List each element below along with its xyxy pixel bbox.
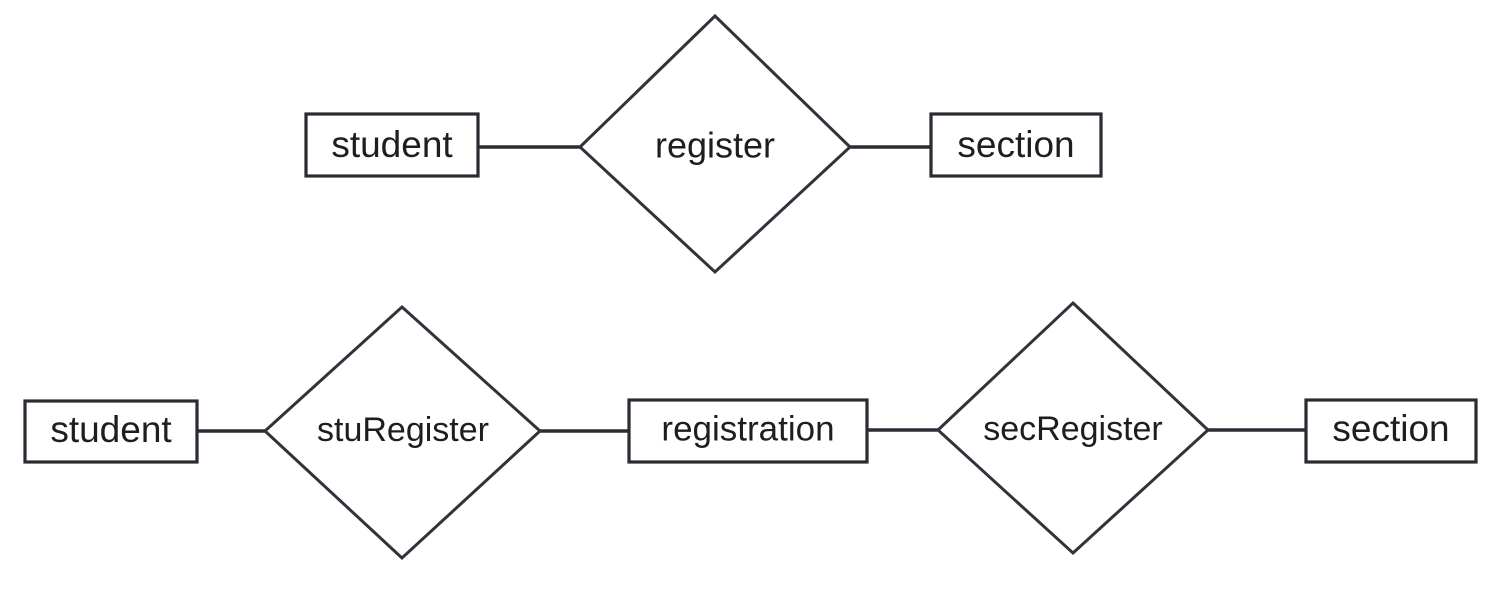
entity-bot-registration-label: registration [661, 409, 834, 448]
entity-box [23, 399, 199, 464]
entity-bot-section-label: section [1332, 408, 1449, 449]
relationship-diamond [577, 13, 853, 275]
relationship-top-register-label: register [655, 125, 775, 166]
entity-top-student[interactable]: student [304, 112, 480, 178]
relationship-top-register[interactable]: register [577, 13, 853, 275]
entity-top-section-label: section [957, 124, 1074, 165]
relationship-bot-secregister-label: secRegister [983, 410, 1163, 448]
relationship-bot-sturegister-label: stuRegister [317, 411, 489, 449]
relationship-diamond [935, 300, 1211, 556]
entity-top-student-label: student [331, 124, 453, 165]
er-row-top: student register section [304, 13, 1103, 275]
entity-bot-student[interactable]: student [23, 399, 199, 464]
entity-top-section[interactable]: section [929, 112, 1103, 178]
relationship-bot-sturegister[interactable]: stuRegister [262, 304, 543, 561]
entity-bot-section[interactable]: section [1304, 398, 1478, 464]
relationship-diamond [262, 304, 543, 561]
entity-box [1304, 398, 1478, 464]
er-row-bottom: student stuRegister registration secRegi… [23, 300, 1478, 561]
entity-box [627, 398, 869, 464]
relationship-bot-secregister[interactable]: secRegister [935, 300, 1211, 556]
entity-box [304, 112, 480, 178]
entity-box [929, 112, 1103, 178]
entity-bot-student-label: student [50, 409, 172, 450]
entity-bot-registration[interactable]: registration [627, 398, 869, 464]
